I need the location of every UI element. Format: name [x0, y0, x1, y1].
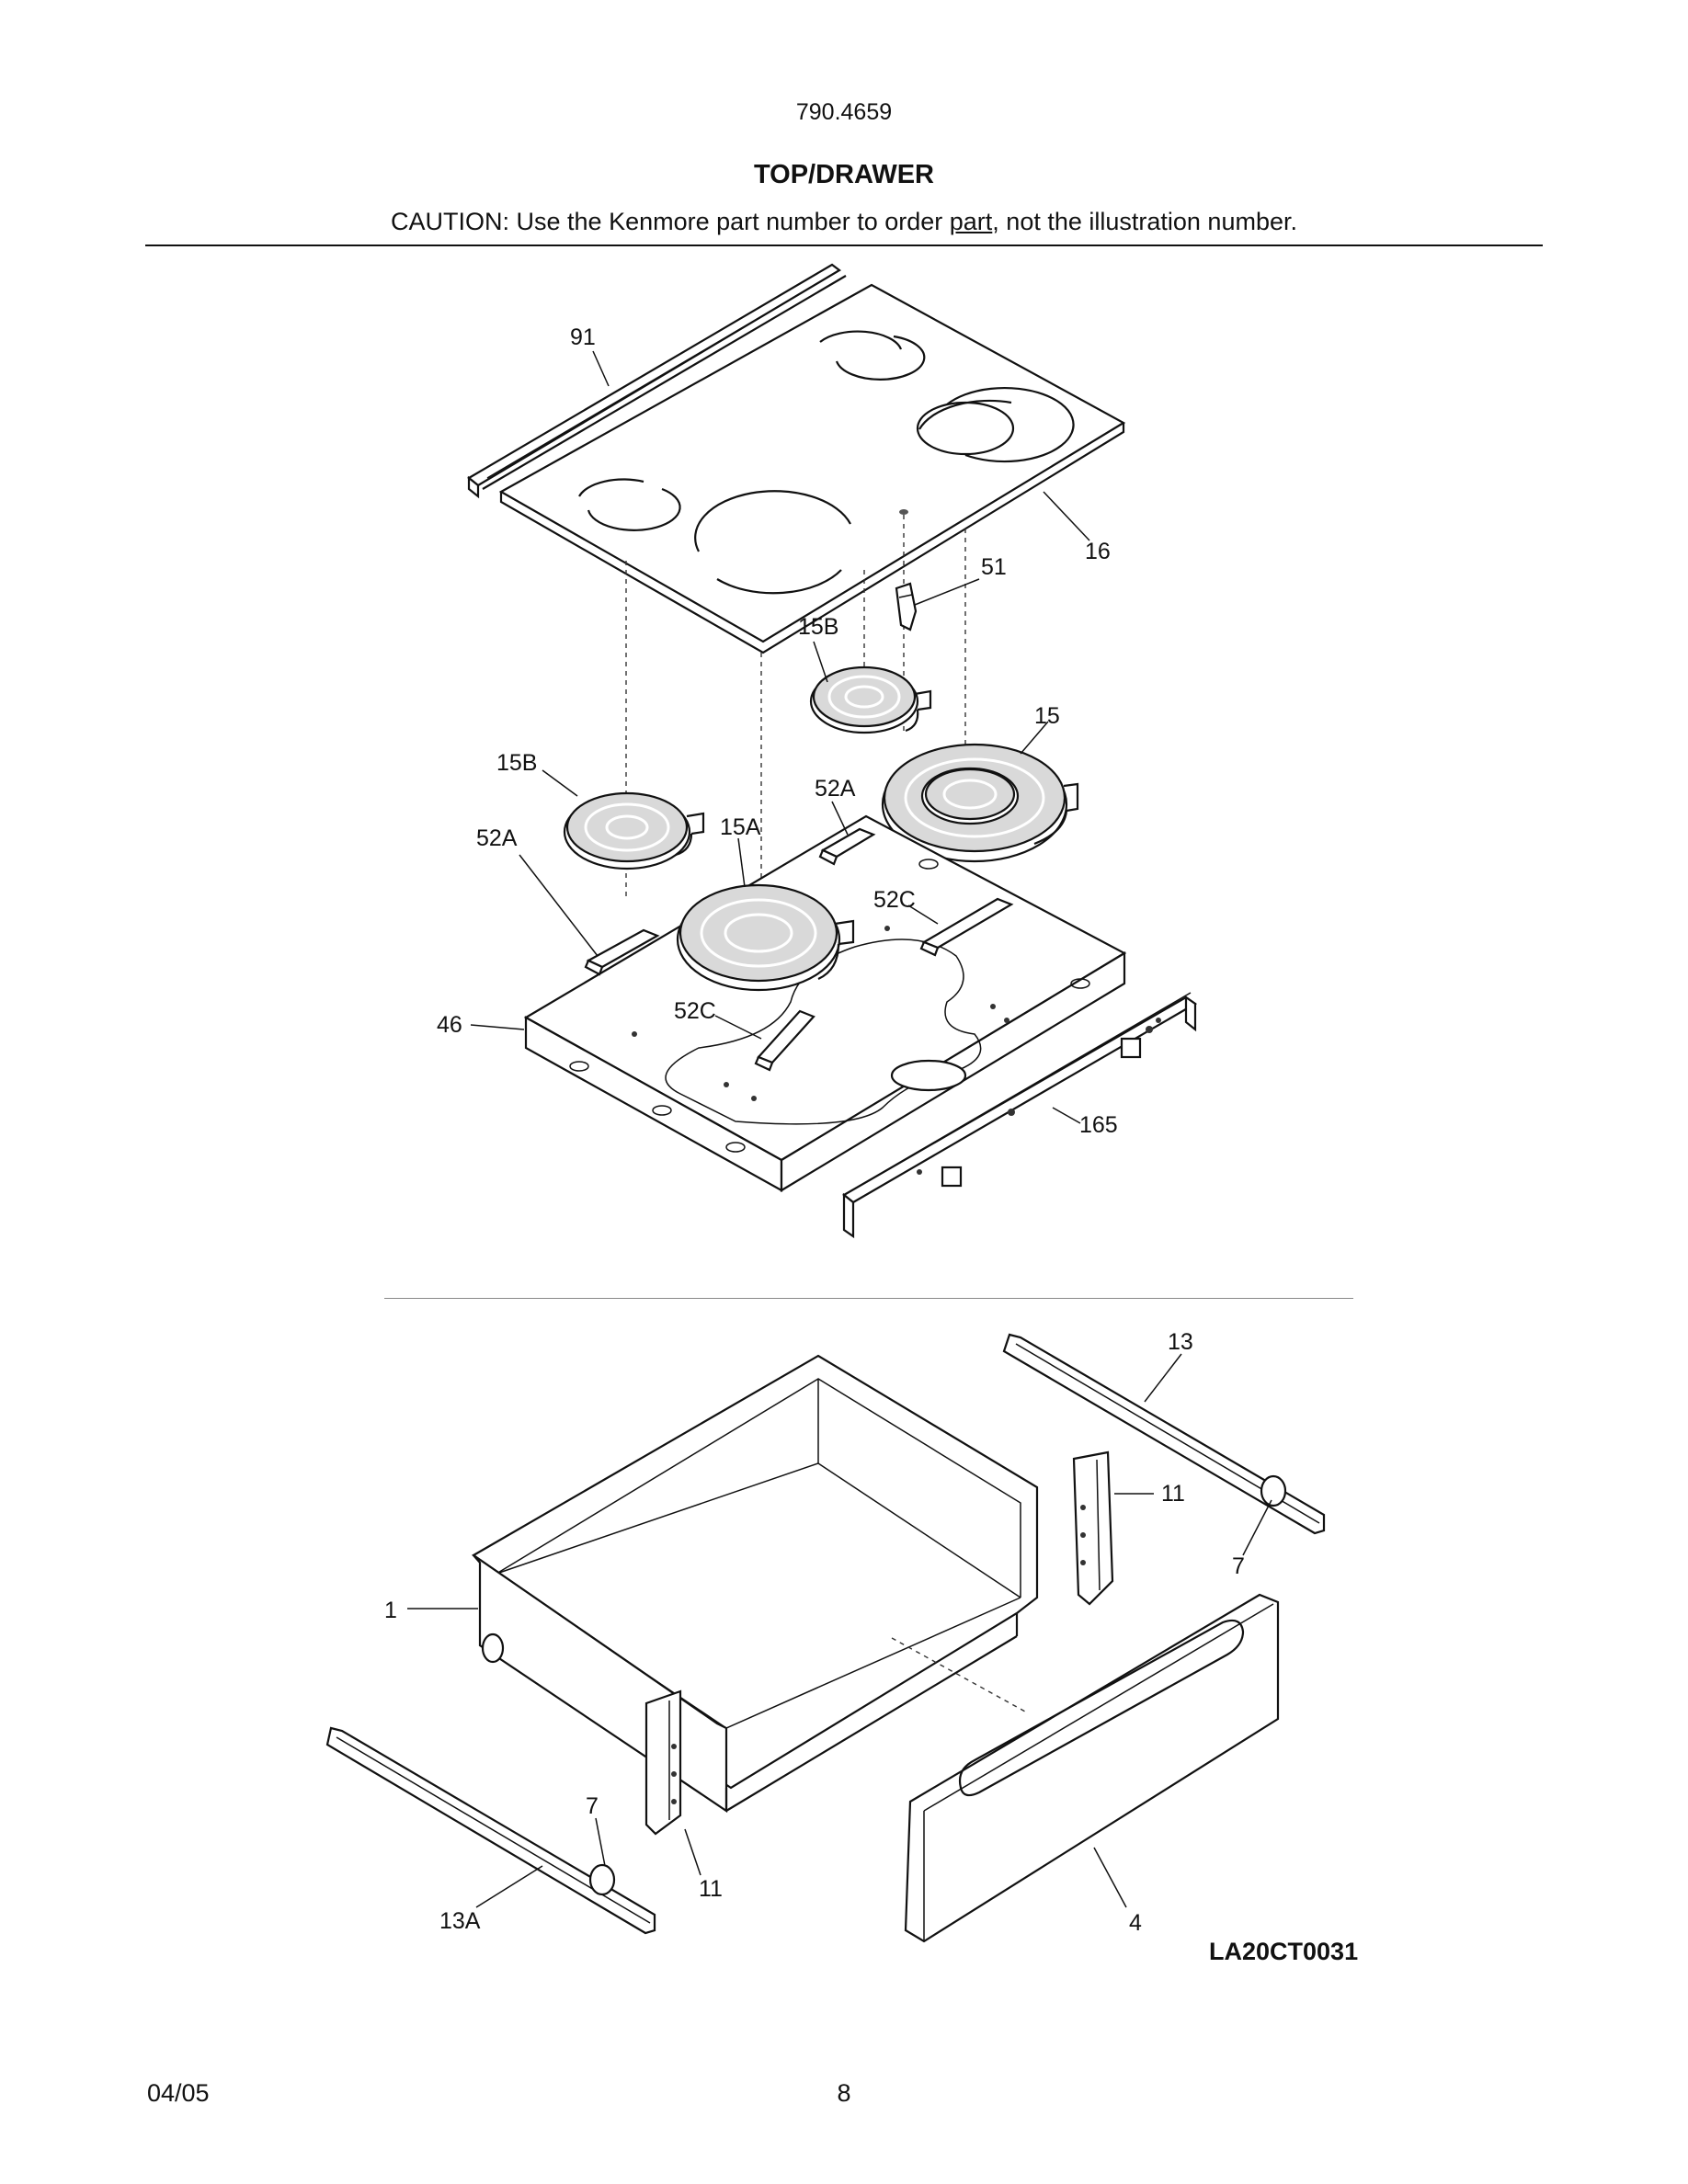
callout-11-right: 11 — [1161, 1481, 1185, 1507]
callout-1: 1 — [384, 1598, 397, 1623]
part-13A-rail-left — [325, 1726, 656, 1935]
callout-15B-top: 15B — [798, 614, 838, 640]
part-15B-element-top — [809, 665, 932, 734]
caution-underlined-word: part — [949, 208, 993, 235]
header-divider — [145, 245, 1543, 246]
callout-13A: 13A — [439, 1908, 481, 1934]
callout-4: 4 — [1129, 1910, 1142, 1936]
section-divider — [384, 1298, 1353, 1299]
leader-lines-top — [470, 350, 1090, 1124]
part-52C-bracket-left — [754, 1009, 815, 1072]
callout-7-right: 7 — [1232, 1553, 1245, 1579]
part-91-rear-trim — [467, 263, 847, 499]
footer-date: 04/05 — [147, 2079, 210, 2107]
callout-46: 46 — [437, 1012, 462, 1038]
callout-165: 165 — [1079, 1112, 1118, 1138]
callout-51: 51 — [981, 554, 1007, 580]
illustration-code: LA20CT0031 — [1209, 1938, 1359, 1965]
part-51-switch — [895, 582, 918, 631]
section-title: TOP/DRAWER — [753, 160, 935, 189]
callout-16: 16 — [1085, 539, 1111, 564]
callout-52A-left: 52A — [476, 825, 518, 851]
part-11-bracket-left — [644, 1689, 682, 1836]
part-46-cooktop-tray — [523, 814, 1127, 1192]
part-1-drawer-box — [471, 1354, 1039, 1814]
leader-lines-drawer — [407, 1353, 1272, 1908]
model-number: 790.4659 — [795, 99, 893, 125]
callout-52C-left: 52C — [674, 998, 716, 1024]
caution-prefix: CAUTION: Use the Kenmore part number to … — [391, 208, 950, 235]
part-4-drawer-front — [904, 1593, 1280, 1943]
part-52A-bracket-mid — [818, 827, 876, 866]
callout-15A: 15A — [720, 814, 761, 840]
page-number: 8 — [837, 2079, 851, 2107]
callout-15B-left: 15B — [496, 750, 537, 776]
part-52A-bracket-left — [584, 928, 660, 976]
part-16-glass-cooktop — [498, 283, 1126, 654]
callout-52A-mid: 52A — [815, 776, 856, 802]
callout-7-left: 7 — [586, 1793, 599, 1819]
caution-note: CAUTION: Use the Kenmore part number to … — [0, 208, 1688, 236]
callout-labels: 91 16 51 15B 15 15B 52A 52A 15A 52C 46 5… — [384, 324, 1245, 1936]
callout-91: 91 — [570, 324, 596, 350]
part-15-element-large — [881, 743, 1079, 863]
part-52C-bracket-right — [919, 897, 1014, 957]
caution-suffix: , not the illustration number. — [992, 208, 1297, 235]
part-165-control-rail — [842, 992, 1198, 1239]
callout-11-left: 11 — [699, 1876, 723, 1902]
callout-13: 13 — [1168, 1329, 1193, 1355]
part-13-rail-right — [1002, 1333, 1326, 1535]
callout-15: 15 — [1034, 703, 1060, 729]
callout-52C-right: 52C — [873, 887, 916, 913]
part-15B-element-left — [563, 791, 705, 870]
part-11-bracket-right — [1072, 1450, 1114, 1606]
part-15A-element — [676, 883, 855, 992]
